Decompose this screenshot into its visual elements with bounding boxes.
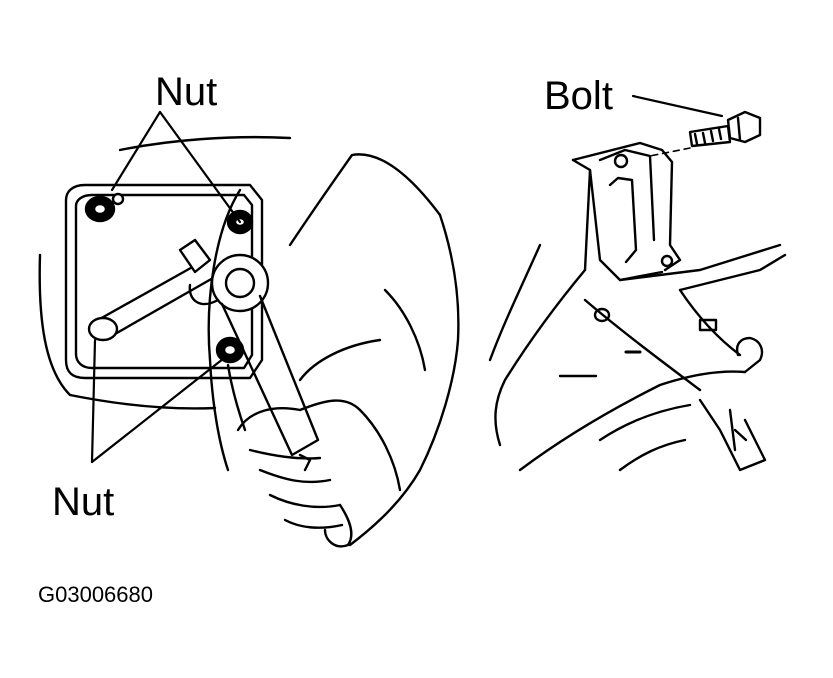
label-nut-top: Nut <box>155 70 218 114</box>
arm-outline-top <box>288 153 442 247</box>
label-nut-bottom: Nut <box>52 480 115 524</box>
arm-crease <box>383 288 427 372</box>
wrench <box>188 253 320 457</box>
fender-curve <box>118 135 292 152</box>
leader-lines-nut <box>90 110 242 464</box>
bracket-plate <box>64 183 264 380</box>
leader-line-bolt <box>631 94 724 118</box>
hand <box>236 399 402 548</box>
right-illustration <box>488 94 787 472</box>
arm-outline-lower <box>298 338 382 382</box>
nut-upper-left <box>84 192 125 223</box>
arm-outline-right <box>348 213 460 547</box>
link-rod <box>87 238 215 342</box>
mount-bracket <box>571 141 682 282</box>
figure-code: G03006680 <box>38 582 153 607</box>
bolt <box>649 110 762 157</box>
body-outline <box>38 253 217 410</box>
label-bolt: Bolt <box>544 74 613 118</box>
left-illustration <box>38 110 460 548</box>
body-panel <box>488 243 787 472</box>
fender-inner-curve <box>207 188 242 472</box>
